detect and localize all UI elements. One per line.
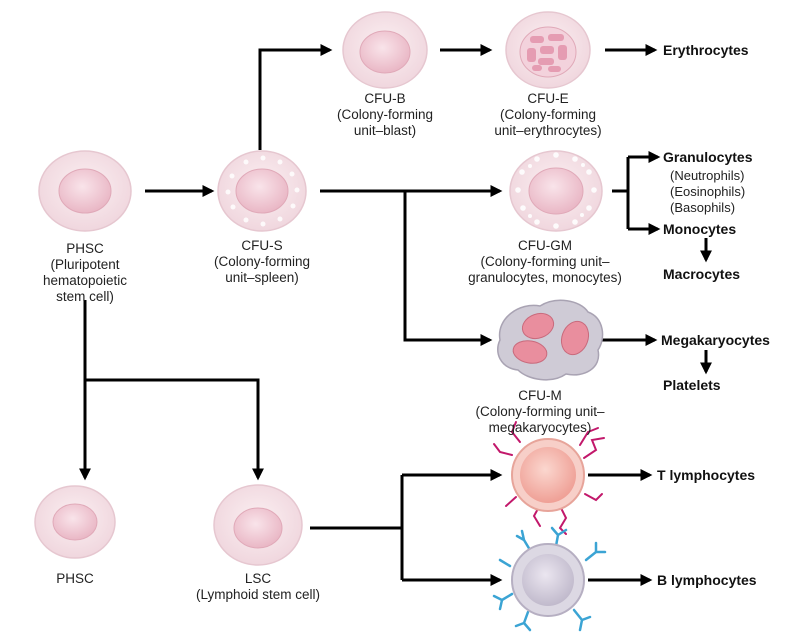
phsc-main-desc-3: stem cell) [56, 289, 114, 304]
cfu-s-label: CFU-S (Colony-forming unit–spleen) [214, 238, 310, 285]
cfu-gm-name: CFU-GM [518, 238, 572, 253]
phsc-bottom-cell [34, 485, 116, 559]
cfu-gm-label: CFU-GM (Colony-forming unit– granulocyte… [468, 238, 622, 285]
cfu-gm-desc-2: granulocytes, monocytes) [468, 270, 622, 285]
phsc-main-desc-2: hematopoietic [43, 273, 127, 288]
cfu-m-desc-2: megakaryocytes) [489, 420, 592, 435]
cfu-s-desc-1: (Colony-forming [214, 254, 310, 269]
cfu-m-cell [497, 299, 604, 381]
phsc-main-cell [38, 150, 132, 232]
phsc-main-label: PHSC (Pluripotent hematopoietic stem cel… [43, 241, 127, 304]
cfu-e-desc-2: unit–erythrocytes) [494, 123, 601, 138]
lsc-cell [213, 484, 303, 566]
granulocytes-label: Granulocytes [663, 149, 753, 165]
basophils-label: (Basophils) [670, 200, 735, 215]
lsc-label: LSC (Lymphoid stem cell) [196, 571, 320, 602]
platelets-label: Platelets [663, 377, 721, 393]
cfu-b-label: CFU-B (Colony-forming unit–blast) [337, 91, 433, 138]
erythrocytes-label: Erythrocytes [663, 42, 749, 58]
cfu-e-desc-1: (Colony-forming [500, 107, 596, 122]
cfu-m-desc-1: (Colony-forming unit– [475, 404, 605, 419]
cfu-m-label: CFU-M (Colony-forming unit– megakaryocyt… [475, 388, 605, 435]
phsc-main-desc-1: (Pluripotent [50, 257, 119, 272]
cfu-b-desc-2: unit–blast) [354, 123, 416, 138]
cfu-m-name: CFU-M [518, 388, 562, 403]
cfu-e-cell [505, 11, 591, 89]
phsc-bottom-name: PHSC [56, 571, 94, 586]
arrow-phsc-to-lsc [85, 378, 264, 481]
lsc-name: LSC [245, 571, 272, 586]
cfu-s-name: CFU-S [241, 238, 282, 253]
cfu-gm-desc-1: (Colony-forming unit– [480, 254, 610, 269]
cfu-s-cell [217, 150, 307, 232]
eosinophils-label: (Eosinophils) [670, 184, 745, 199]
cfu-e-label: CFU-E (Colony-forming unit–erythrocytes) [494, 91, 601, 138]
cfu-b-cell [342, 11, 428, 89]
lsc-desc-1: (Lymphoid stem cell) [196, 587, 320, 602]
cfu-b-desc-1: (Colony-forming [337, 107, 433, 122]
arrow-cfus-to-cfub [258, 44, 333, 150]
cfu-gm-cell [509, 150, 603, 232]
cfu-b-name: CFU-B [364, 91, 405, 106]
output-labels: Erythrocytes Granulocytes (Neutrophils) … [657, 42, 770, 588]
monocytes-label: Monocytes [663, 221, 736, 237]
cfu-e-name: CFU-E [527, 91, 568, 106]
b-cell [492, 526, 607, 632]
t-lymphocytes-label: T lymphocytes [657, 467, 755, 483]
t-cell [493, 421, 605, 535]
neutrophils-label: (Neutrophils) [670, 168, 744, 183]
cfu-s-desc-2: unit–spleen) [225, 270, 299, 285]
arrow-cfus-to-cfum [403, 191, 493, 346]
connectors [79, 44, 712, 586]
macrocytes-label: Macrocytes [663, 266, 740, 282]
phsc-bottom-label: PHSC [56, 571, 94, 586]
megakaryocytes-label: Megakaryocytes [661, 332, 770, 348]
b-lymphocytes-label: B lymphocytes [657, 572, 757, 588]
phsc-main-name: PHSC [66, 241, 104, 256]
